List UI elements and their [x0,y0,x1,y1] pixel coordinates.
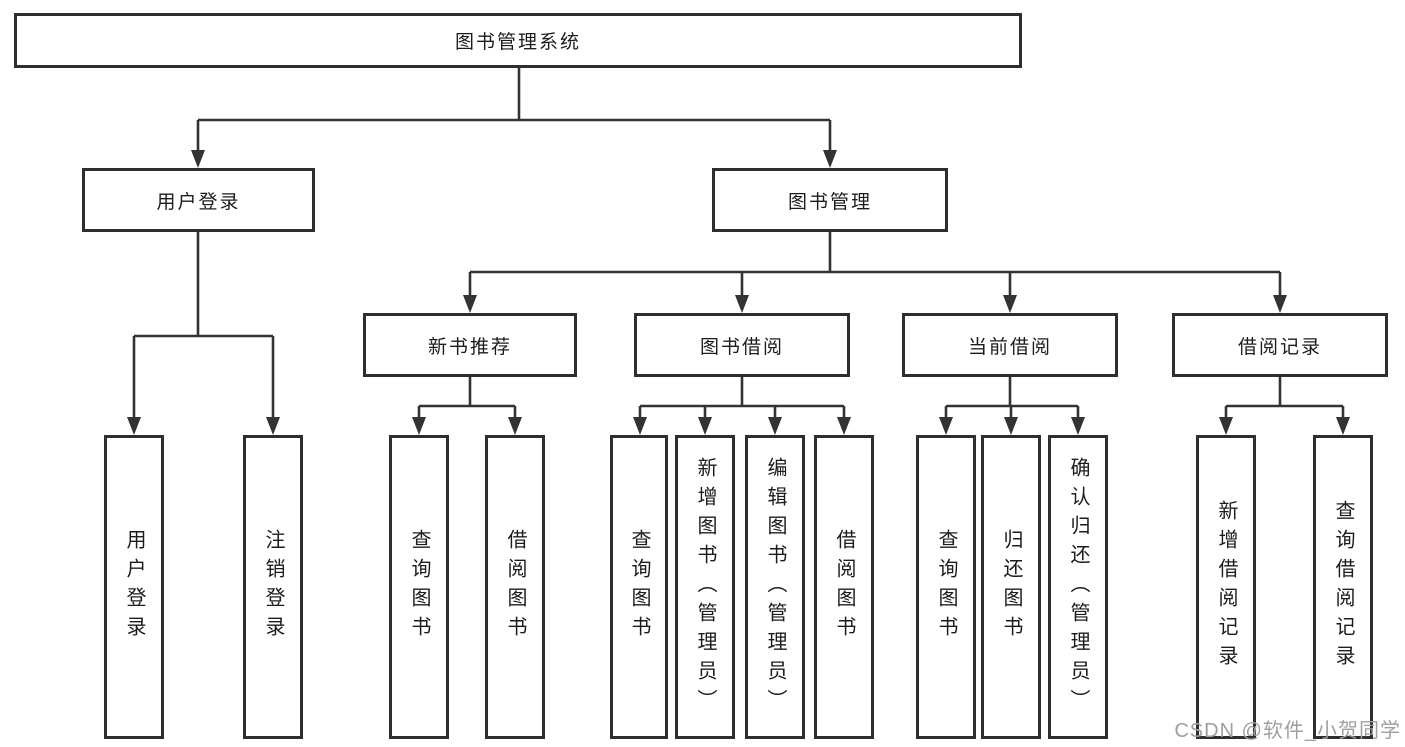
leaf-recommend-borrow-books: 借阅图书 [485,435,545,739]
leaf-confirm-return-admin: 确认归还（管理员） [1048,435,1108,739]
connector-book-borrow-to-leaves [633,377,851,435]
node-current-borrow: 当前借阅 [902,313,1118,377]
node-user-login: 用户登录 [82,168,315,232]
leaf-recommend-query-books: 查询图书 [389,435,449,739]
leaf-borrow-query-books: 查询图书 [610,435,668,739]
leaf-query-borrow-record: 查询借阅记录 [1313,435,1373,739]
connector-root-to-level2 [191,68,837,168]
node-book-management: 图书管理 [712,168,948,232]
connector-new-book-recommend-to-leaves [412,377,522,435]
leaf-borrow-books: 借阅图书 [814,435,874,739]
connector-current-borrow-to-leaves [939,377,1085,435]
node-new-book-recommend: 新书推荐 [363,313,577,377]
node-root-system: 图书管理系统 [14,13,1022,68]
connector-user-login-to-leaves [127,232,280,435]
leaf-logout: 注销登录 [243,435,303,739]
leaf-add-borrow-record: 新增借阅记录 [1196,435,1256,739]
connector-borrow-records-to-leaves [1219,377,1350,435]
leaf-return-books: 归还图书 [981,435,1041,739]
leaf-user-login: 用户登录 [104,435,164,739]
leaf-current-query-books: 查询图书 [916,435,976,739]
node-book-borrow: 图书借阅 [634,313,850,377]
leaf-add-books-admin: 新增图书（管理员） [675,435,735,739]
connector-book-management-to-groups [463,232,1287,313]
node-borrow-records: 借阅记录 [1172,313,1388,377]
leaf-edit-books-admin: 编辑图书（管理员） [745,435,805,739]
csdn-watermark: CSDN @软件_小贺同学 [1174,720,1401,742]
